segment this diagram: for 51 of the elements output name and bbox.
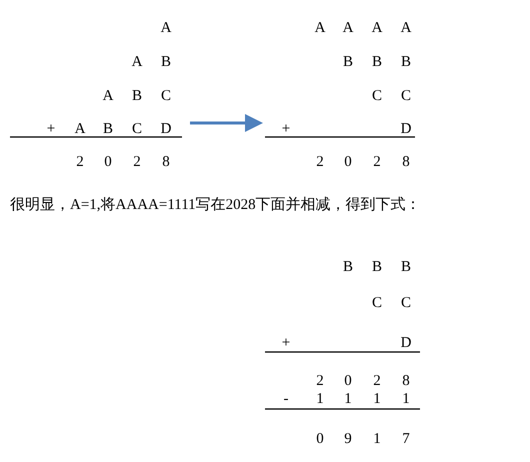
letter: D: [400, 334, 412, 352]
letter: A: [102, 87, 114, 105]
digit: 2: [316, 153, 324, 171]
plus-sign: +: [282, 120, 290, 138]
letter: C: [401, 87, 411, 105]
letter: A: [400, 19, 412, 37]
letter: A: [342, 19, 354, 37]
digit: 0: [344, 153, 352, 171]
letter: A: [372, 19, 382, 37]
letter: A: [74, 120, 86, 138]
sentence: 很明显，A=1,将AAAA=1111写在2028下面并相减，得到下式：: [10, 196, 421, 214]
letter: C: [132, 120, 142, 138]
digit: 0: [344, 372, 352, 390]
letter: C: [372, 87, 382, 105]
plus-sign: +: [46, 120, 56, 138]
digit: 2: [133, 153, 141, 171]
digit: 0: [316, 430, 324, 448]
digit: 1: [373, 430, 381, 448]
letter: B: [372, 53, 382, 71]
letter: B: [103, 120, 113, 138]
letter: B: [401, 258, 411, 276]
digit: 2: [373, 153, 381, 171]
digit: 7: [402, 430, 410, 448]
letter: C: [372, 294, 382, 312]
letter: A: [314, 19, 326, 37]
letter: C: [401, 294, 411, 312]
digit: 1: [373, 390, 381, 408]
letter: A: [132, 53, 142, 71]
digit: 8: [402, 153, 410, 171]
plus-sign: +: [282, 334, 290, 352]
digit: 8: [402, 372, 410, 390]
letter: D: [400, 120, 412, 138]
digit: 2: [76, 153, 84, 171]
digit: 0: [104, 153, 112, 171]
digit: 1: [402, 390, 410, 408]
letter: C: [161, 87, 171, 105]
letter: B: [132, 87, 142, 105]
digit: 1: [316, 390, 324, 408]
letter: B: [161, 53, 171, 71]
digit: 2: [316, 372, 324, 390]
letter: B: [372, 258, 382, 276]
letter: D: [160, 120, 172, 138]
letter: A: [160, 19, 172, 37]
letter: B: [343, 53, 353, 71]
digit: 1: [344, 390, 352, 408]
letter: B: [401, 53, 411, 71]
letter: B: [343, 258, 353, 276]
digit: 8: [162, 153, 170, 171]
minus-sign: -: [284, 390, 288, 408]
digit: 2: [373, 372, 381, 390]
digit: 9: [344, 430, 352, 448]
